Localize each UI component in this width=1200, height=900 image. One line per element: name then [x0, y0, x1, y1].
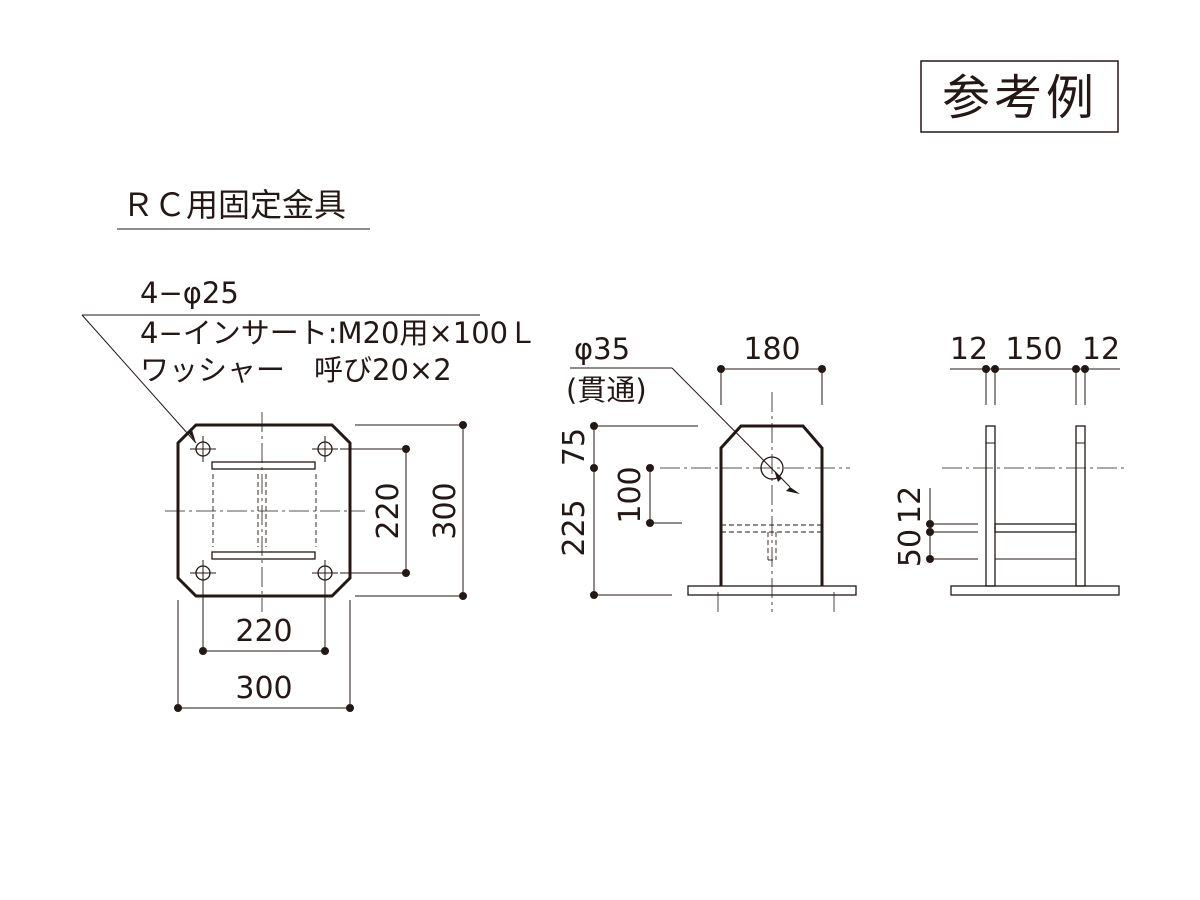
dim-front-slot: 100	[613, 466, 648, 523]
upright-plate-bottom	[211, 551, 316, 560]
dim-pitch-vertical: 220	[371, 482, 406, 539]
front-hole-sub-note: (貫通)	[566, 373, 647, 407]
side-view: 12 150 12 12 50	[893, 332, 1128, 596]
dim-side-plate-right: 12	[1082, 332, 1120, 367]
side-upright-left	[985, 425, 996, 587]
front-hole-note: φ35	[574, 332, 630, 366]
dim-side-bar-offset: 50	[893, 529, 928, 567]
dim-side-plate-left: 12	[950, 332, 988, 367]
dim-front-lower: 225	[557, 499, 592, 556]
hole-leader	[81, 314, 197, 444]
dim-width-horizontal: 300	[235, 671, 292, 706]
washer-note: ワッシャー 呼び20×2	[140, 353, 452, 387]
dim-front-top: 75	[557, 428, 592, 466]
plan-view: 4−φ25 4−インサート:M20用×100Ｌ ワッシャー 呼び20×2 220…	[81, 276, 537, 712]
insert-note: 4−インサート:M20用×100Ｌ	[140, 316, 537, 350]
reference-badge-label: 参考例	[942, 70, 1098, 126]
side-upright-right	[1075, 425, 1086, 587]
drawing-title: ＲＣ用固定金具	[117, 186, 370, 230]
front-view: φ35 (貫通) 180 75 225 100	[557, 332, 857, 612]
reference-badge: 参考例	[920, 60, 1119, 133]
front-upright-plate	[719, 424, 824, 586]
front-hole-leader	[671, 367, 791, 488]
base-plate-outline	[176, 423, 352, 598]
dim-pitch-horizontal: 220	[235, 614, 292, 649]
side-base-plate	[950, 585, 1120, 596]
dim-width-vertical: 300	[428, 482, 463, 539]
side-bar	[994, 523, 1077, 533]
upright-plate-top	[211, 461, 316, 470]
dim-side-bar: 12	[893, 486, 928, 524]
drawing-title-text: ＲＣ用固定金具	[122, 186, 346, 224]
dim-front-top-width: 180	[743, 332, 800, 367]
dim-side-inner: 150	[1005, 332, 1062, 367]
hole-note: 4−φ25	[140, 276, 239, 310]
